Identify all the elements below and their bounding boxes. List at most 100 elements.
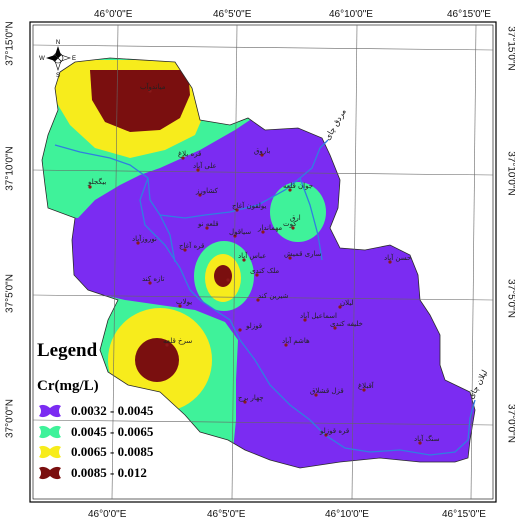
place-label: کوت xyxy=(283,220,297,228)
lon-label-top: 46°5'0"E xyxy=(213,9,252,20)
settlement-point xyxy=(238,328,242,332)
settlement-point xyxy=(256,298,260,302)
settlement-point xyxy=(291,226,295,230)
lat-label-right: 37°10'0"N xyxy=(505,151,515,196)
settlement-point xyxy=(181,156,185,160)
legend-label: 0.0065 - 0.0085 xyxy=(71,444,154,460)
place-label: تازه کند xyxy=(142,275,165,283)
settlement-point xyxy=(314,393,318,397)
lat-label-left: 37°10'0"N xyxy=(4,146,16,191)
settlement-point xyxy=(233,234,237,238)
settlement-point xyxy=(235,208,239,212)
settlement-point xyxy=(288,188,292,192)
place-label: علی آباد xyxy=(193,162,217,170)
place-label: چهار برج xyxy=(238,394,264,402)
settlement-point xyxy=(88,185,92,189)
legend-subtitle: Cr(mg/L) xyxy=(37,378,99,394)
place-label: بیگجلو xyxy=(88,178,107,186)
place-label: مهماندار xyxy=(258,224,283,232)
lat-label-left: 37°15'0"N xyxy=(4,21,16,66)
settlement-point xyxy=(205,226,209,230)
place-label: لیلان xyxy=(340,299,354,307)
legend-list: 0.0032 - 0.0045 0.0045 - 0.0065 0.0065 -… xyxy=(37,401,212,483)
river-east xyxy=(299,177,323,261)
place-label: عباس آباد xyxy=(238,252,267,260)
settlement-point xyxy=(198,193,202,197)
lon-label-bottom: 46°5'0"E xyxy=(207,509,246,520)
settlement-point xyxy=(333,326,337,330)
river-west xyxy=(139,177,241,341)
settlement-point xyxy=(284,343,288,347)
legend-label: 0.0032 - 0.0045 xyxy=(71,403,154,419)
legend-swatch-icon xyxy=(39,405,61,418)
settlement-point xyxy=(243,400,247,404)
zone-class-4-center xyxy=(214,265,232,287)
place-label: ساری قمیش xyxy=(284,250,322,258)
settlement-points xyxy=(88,89,422,445)
place-label: سرخ قلعه xyxy=(163,337,193,345)
north-arrow-icon: N S E W xyxy=(39,40,76,79)
lat-label-left: 37°5'0"N xyxy=(4,274,16,313)
place-label: شیرین کند xyxy=(258,292,289,300)
graticule-lines xyxy=(32,24,494,500)
place-label: حسن آباد xyxy=(384,254,412,262)
legend-swatch-icon xyxy=(39,446,61,459)
legend-swatch-icon xyxy=(39,425,61,438)
river-tributary xyxy=(159,214,176,263)
place-label: قره قوزلو xyxy=(320,427,350,435)
lat-label-right: 37°0'0"N xyxy=(505,404,515,443)
legend-item: 0.0032 - 0.0045 xyxy=(37,401,212,422)
legend-item: 0.0065 - 0.0085 xyxy=(37,442,212,463)
lon-label-bottom: 46°10'0"E xyxy=(325,509,369,520)
place-label: هاشم آباد xyxy=(282,337,310,345)
legend-item: 0.0045 - 0.0065 xyxy=(37,422,212,443)
lon-label-bottom: 46°15'0"E xyxy=(442,509,486,520)
settlement-point xyxy=(226,278,230,282)
place-label: باروق xyxy=(254,147,271,155)
legend-label: 0.0085 - 0.012 xyxy=(71,464,147,480)
place-label: قزل قشلاق xyxy=(310,387,344,395)
place-label: کشاورز xyxy=(196,187,218,195)
map-inner-border xyxy=(32,24,494,500)
place-label: سنگ آباد xyxy=(414,435,440,443)
settlement-point xyxy=(165,343,169,347)
settlement-point xyxy=(255,273,259,277)
place-label: یولقون آغاج xyxy=(232,202,267,210)
settlement-point xyxy=(388,260,392,264)
settlement-point xyxy=(418,441,422,445)
zone-class-4-west xyxy=(135,338,179,382)
place-label: ملک کندی xyxy=(250,267,280,275)
settlement-point xyxy=(288,256,292,260)
lon-label-bottom: 46°0'0"E xyxy=(88,509,127,520)
place-label: سیاقول xyxy=(229,228,252,236)
settlement-point xyxy=(303,318,307,322)
settlement-point xyxy=(362,388,366,392)
north-arrow-s: S xyxy=(56,73,60,79)
lon-label-top: 46°15'0"E xyxy=(447,9,491,20)
north-arrow-w: W xyxy=(39,56,45,62)
place-label: خلیفه کندی xyxy=(330,320,363,328)
north-arrow-n: N xyxy=(56,40,60,46)
place-label: قره بلاغ xyxy=(178,150,202,158)
lat-label-right: 37°5'0"N xyxy=(505,279,515,318)
settlement-point xyxy=(338,305,342,309)
lat-label-right: 37°15'0"N xyxy=(505,26,515,71)
place-label: آقبلاغ xyxy=(358,382,374,390)
river-main-north xyxy=(54,139,329,219)
legend-title: Legend xyxy=(37,340,98,361)
settlement-point xyxy=(136,241,140,245)
rivers xyxy=(54,139,476,456)
settlement-point xyxy=(183,248,187,252)
place-label: قلعه نو xyxy=(198,220,219,228)
settlement-point xyxy=(261,230,265,234)
study-area-boundary xyxy=(41,57,476,469)
river-south xyxy=(239,339,476,456)
place-label: اسماعیل آباد xyxy=(300,312,337,320)
settlement-point xyxy=(148,89,152,93)
north-arrow-e: E xyxy=(72,56,76,62)
settlement-point xyxy=(178,304,182,308)
zone-class-4-north xyxy=(90,70,190,132)
lon-label-top: 46°10'0"E xyxy=(329,9,373,20)
place-label: قوزلو xyxy=(246,322,263,330)
